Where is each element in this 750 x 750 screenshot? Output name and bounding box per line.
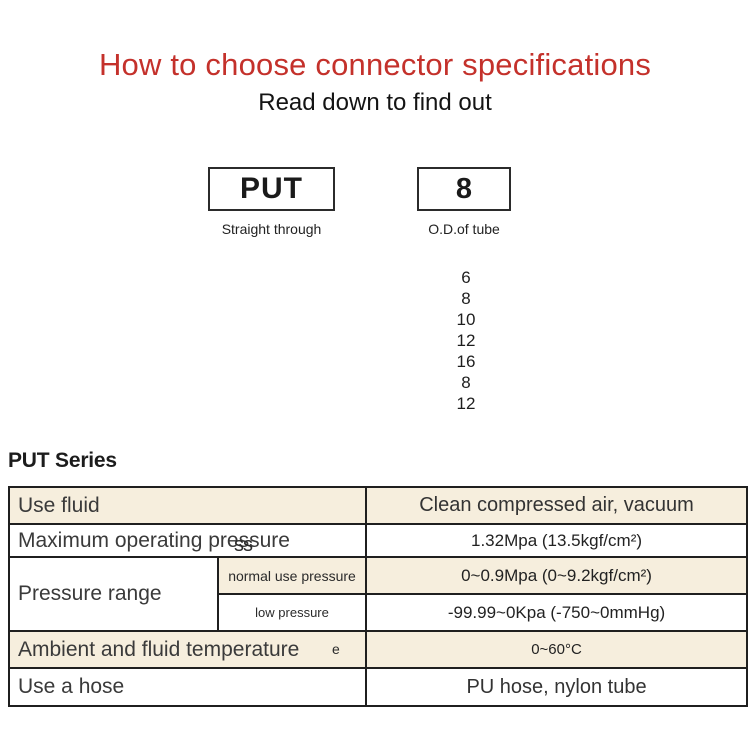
- spec-label-hose: Use a hose: [7, 667, 368, 707]
- stray-text-artifact: e: [332, 641, 340, 657]
- spec-label-temperature: Ambient and fluid temperature e: [7, 630, 368, 669]
- table-row: Use a hose PU hose, nylon tube: [7, 667, 749, 707]
- overlap-text-artifact: ss: [234, 534, 253, 556]
- spec-label-text: Use fluid: [18, 493, 100, 517]
- series-heading: PUT Series: [8, 449, 117, 472]
- spec-label-max-pressure: Maximum operating pressure ss: [7, 523, 368, 558]
- model-box-caption: Straight through: [221, 221, 322, 237]
- table-row: Use fluid Clean compressed air, vacuum: [7, 486, 749, 525]
- tube-size-options-list: 6 8 10 12 16 8 12: [421, 267, 511, 414]
- size-option: 12: [456, 394, 476, 413]
- spec-table: Use fluid Clean compressed air, vacuum M…: [7, 486, 749, 707]
- spec-value-temperature: 0~60°C: [365, 630, 749, 669]
- table-row: low pressure -99.99~0Kpa (-750~0mmHg): [9, 593, 749, 632]
- spec-label-text: Use a hose: [18, 675, 125, 698]
- table-row: Ambient and fluid temperature e 0~60°C: [7, 630, 749, 669]
- size-option: 8: [461, 373, 471, 392]
- spec-label-use-fluid: Use fluid: [7, 486, 368, 525]
- size-option: 8: [461, 289, 471, 308]
- spec-value-use-fluid: Clean compressed air, vacuum: [365, 486, 749, 525]
- model-code-box: PUT: [208, 167, 335, 211]
- spec-value-low-pressure: -99.99~0Kpa (-750~0mmHg): [365, 593, 749, 632]
- table-row: Maximum operating pressure ss 1.32Mpa (1…: [7, 523, 749, 558]
- model-code-label: PUT: [240, 172, 303, 205]
- spec-label-text: Pressure range: [18, 582, 162, 605]
- spec-label-text: Maximum operating pressure: [18, 528, 290, 552]
- spec-label-pressure-range: Pressure range: [8, 556, 219, 632]
- page-subtitle: Read down to find out: [258, 89, 492, 116]
- size-code-label: 8: [455, 172, 473, 205]
- spec-value-normal-pressure: 0~0.9Mpa (0~9.2kgf/cm²): [365, 556, 749, 595]
- size-code-box: 8: [417, 167, 511, 211]
- spec-value-hose: PU hose, nylon tube: [365, 667, 749, 707]
- size-option: 16: [456, 352, 476, 371]
- spec-sublabel-low-pressure: low pressure: [216, 593, 368, 632]
- spec-label-text: Ambient and fluid temperature: [18, 637, 300, 661]
- page-title: How to choose connector specifications: [98, 47, 652, 82]
- table-row: Pressure range normal use pressure 0~0.9…: [8, 556, 749, 632]
- size-option: 6: [461, 268, 471, 287]
- spec-sublabel-normal-pressure: normal use pressure: [216, 556, 368, 595]
- size-option: 12: [456, 331, 476, 350]
- size-option: 10: [456, 310, 476, 329]
- size-box-caption: O.D.of tube: [428, 221, 500, 237]
- spec-value-max-pressure: 1.32Mpa (13.5kgf/cm²): [365, 523, 749, 558]
